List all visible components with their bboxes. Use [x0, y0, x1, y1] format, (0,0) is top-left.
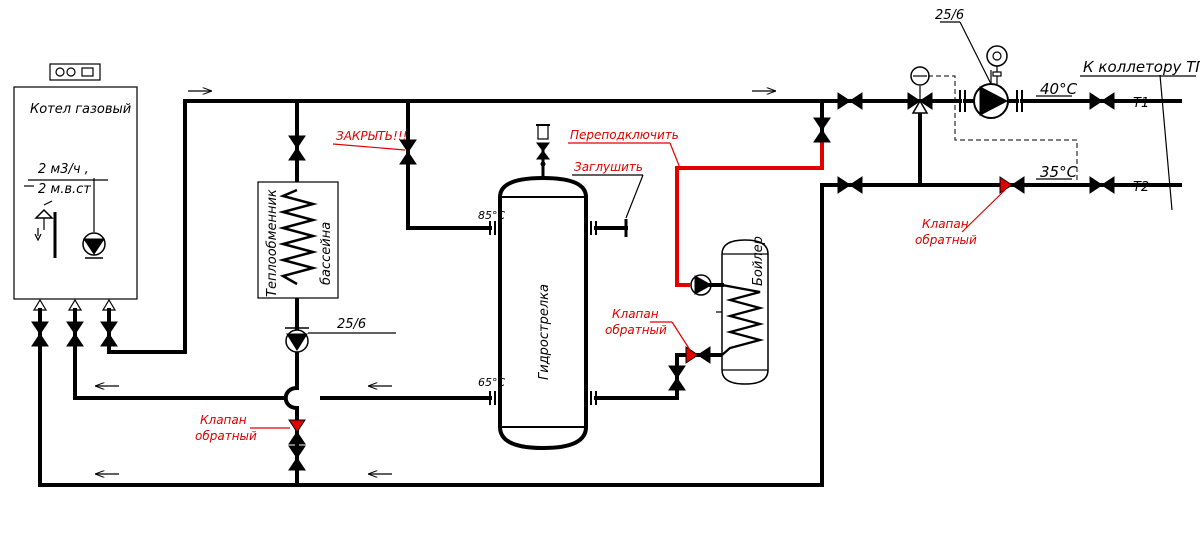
temp-supply-label: 40°C [1040, 80, 1078, 98]
close-leader [332, 143, 406, 151]
heat-exchanger-coil-icon [278, 188, 318, 286]
dhw-coil-icon [721, 283, 765, 356]
plug-leader [625, 174, 644, 219]
heat-exchanger-bottom-valve-icon [288, 445, 306, 471]
closed-valve-icon [399, 139, 417, 165]
pipework [38, 74, 1182, 487]
return-valve-2-icon [1089, 176, 1115, 194]
plug-label: Заглушить [574, 160, 643, 174]
main-pump-label: 25/6 [935, 8, 964, 23]
t2-label: T2 [1133, 180, 1149, 195]
right-top-valve-icon [813, 117, 831, 143]
heat-exchanger-top-valve-icon [288, 135, 306, 161]
check-valve-1-label-b: обратный [195, 429, 257, 443]
boiler-valve-2-icon [66, 321, 84, 347]
supply-valve-2-icon [1089, 92, 1115, 110]
check-valve-3-label-b: обратный [915, 233, 977, 247]
supply-valve-1-icon [837, 92, 863, 110]
dhw-pump-icon [690, 274, 724, 296]
boiler-flow-label: 2 м3/ч , [38, 162, 89, 177]
check-valve-2-icon [685, 346, 711, 364]
return-valve-1-icon [837, 176, 863, 194]
main-circulation-pump [959, 45, 1023, 119]
hydro-label: Гидрострелка [537, 284, 552, 380]
dhw-tank: Бойлер [716, 236, 769, 385]
temp-return-label: 35°C [1040, 163, 1078, 181]
check-valve-2-label-a: Клапан [612, 307, 659, 321]
collector-label: К коллетору ТП [1083, 58, 1200, 76]
pool-pump-label: 25/6 [337, 317, 366, 332]
safety-valve-icon [34, 200, 54, 242]
air-vent-icon [536, 124, 550, 178]
close-label: ЗАКРЫТЬ!!! [336, 129, 407, 143]
check-valve-3-leader [961, 189, 1006, 233]
boiler-indicator-icon [66, 67, 76, 77]
tank-return-valve-icon [668, 365, 686, 391]
boiler-head-label: 2 м.в.ст [38, 182, 91, 197]
pool-pump-icon [285, 327, 309, 353]
check-valve-3-label-a: Клапан [922, 217, 969, 231]
control-signal-line [928, 75, 1078, 185]
boiler-label: Котел газовый [30, 102, 131, 117]
check-valve-1-icon [288, 419, 306, 445]
temp-hot-label: 85°C [478, 209, 505, 222]
check-valve-3-icon [999, 176, 1025, 194]
main-pump-leader [959, 21, 992, 85]
boiler-pump-icon [82, 232, 106, 259]
pool-heat-exchanger: Теплообменник бассейна [257, 181, 339, 299]
pressure-gauge-icon [986, 45, 1008, 67]
heat-exchanger-label-1: Теплообменник [265, 189, 280, 297]
dhw-tank-label: Бойлер [751, 236, 766, 286]
boiler-valve-3-icon [100, 321, 118, 347]
boiler-body [13, 86, 138, 300]
flow-arrows [95, 91, 776, 474]
reconnect-pipe [675, 140, 824, 287]
t1-label: T1 [1133, 96, 1149, 111]
check-valve-2-leader [671, 321, 691, 351]
boiler-indicator-icon [55, 67, 65, 77]
boiler-display-icon [81, 67, 94, 77]
mixing-valve-icon [907, 66, 933, 114]
heat-exchanger-label-2: бассейна [319, 222, 334, 285]
temp-cold-label: 65°C [478, 376, 505, 389]
boiler-valve-1-icon [31, 321, 49, 347]
check-valve-1-label-a: Клапан [200, 413, 247, 427]
hydraulic-separator: Гидрострелка [489, 124, 628, 451]
reconnect-label: Переподключить [570, 128, 679, 142]
check-valve-2-label-b: обратный [605, 323, 667, 337]
reconnect-leader [669, 142, 681, 169]
gas-boiler: Котел газовый 2 м3/ч , 2 м.в.ст [13, 63, 138, 311]
